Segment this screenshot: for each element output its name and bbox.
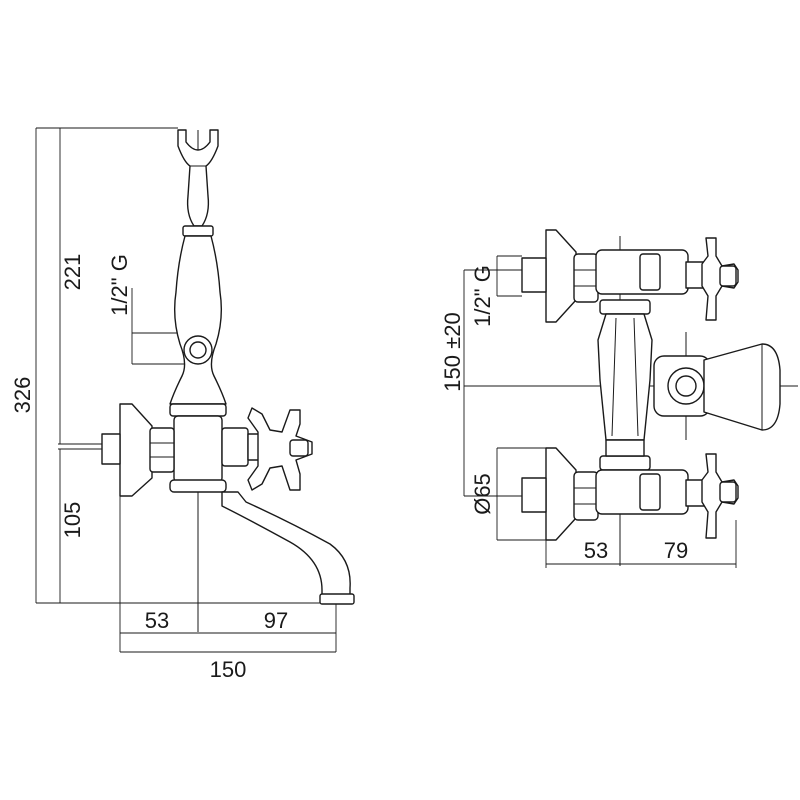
- front-upper-flange: [545, 229, 577, 323]
- front-view: 150 ±20 1/2" G Ø65: [440, 229, 798, 568]
- side-nut: [149, 427, 175, 473]
- body-ring-top: [169, 403, 227, 417]
- dim-150-label: 150: [210, 657, 247, 682]
- front-spout-flare: [703, 343, 781, 431]
- front-lower-nut: [573, 471, 599, 521]
- front-dim-53-label: 53: [584, 538, 608, 563]
- side-handle-cap: [289, 439, 309, 457]
- front-lower-flange: [545, 447, 577, 541]
- holder-collar: [182, 225, 214, 237]
- front-column: [597, 313, 653, 441]
- dim-326-label: 326: [10, 377, 35, 414]
- side-view: 326 221 105 1/2" G: [10, 127, 355, 682]
- front-dim-79-label: 79: [664, 538, 688, 563]
- front-bottom-collar: [599, 455, 651, 471]
- side-inlet-stub: [101, 433, 121, 465]
- dim-150-20-label: 150 ±20: [440, 312, 465, 391]
- side-connector-inner: [189, 341, 207, 359]
- front-top-collar: [599, 299, 651, 315]
- front-upper-inlet: [521, 257, 547, 293]
- front-thread-label: 1/2" G: [470, 265, 495, 327]
- dim-thread-label: 1/2" G: [107, 254, 132, 316]
- front-outlet-inner: [675, 375, 697, 397]
- dim-97-label: 97: [264, 608, 288, 633]
- dim-221-label: 221: [60, 254, 85, 291]
- side-cross-handle: [247, 407, 313, 491]
- dim-65-label: Ø65: [470, 473, 495, 515]
- dim-105-label: 105: [60, 502, 85, 539]
- side-valve-bonnet: [221, 427, 249, 467]
- dim-53-label: 53: [145, 608, 169, 633]
- spout-outlet: [319, 593, 355, 605]
- side-wall-flange: [119, 403, 153, 497]
- shower-holder-fork: [177, 129, 219, 227]
- body-ring-bottom: [169, 479, 227, 493]
- bath-spout: [221, 491, 351, 597]
- front-upper-nut: [573, 253, 599, 303]
- front-lower-inlet: [521, 477, 547, 513]
- baluster-column: [169, 235, 227, 405]
- mixer-body: [173, 415, 223, 483]
